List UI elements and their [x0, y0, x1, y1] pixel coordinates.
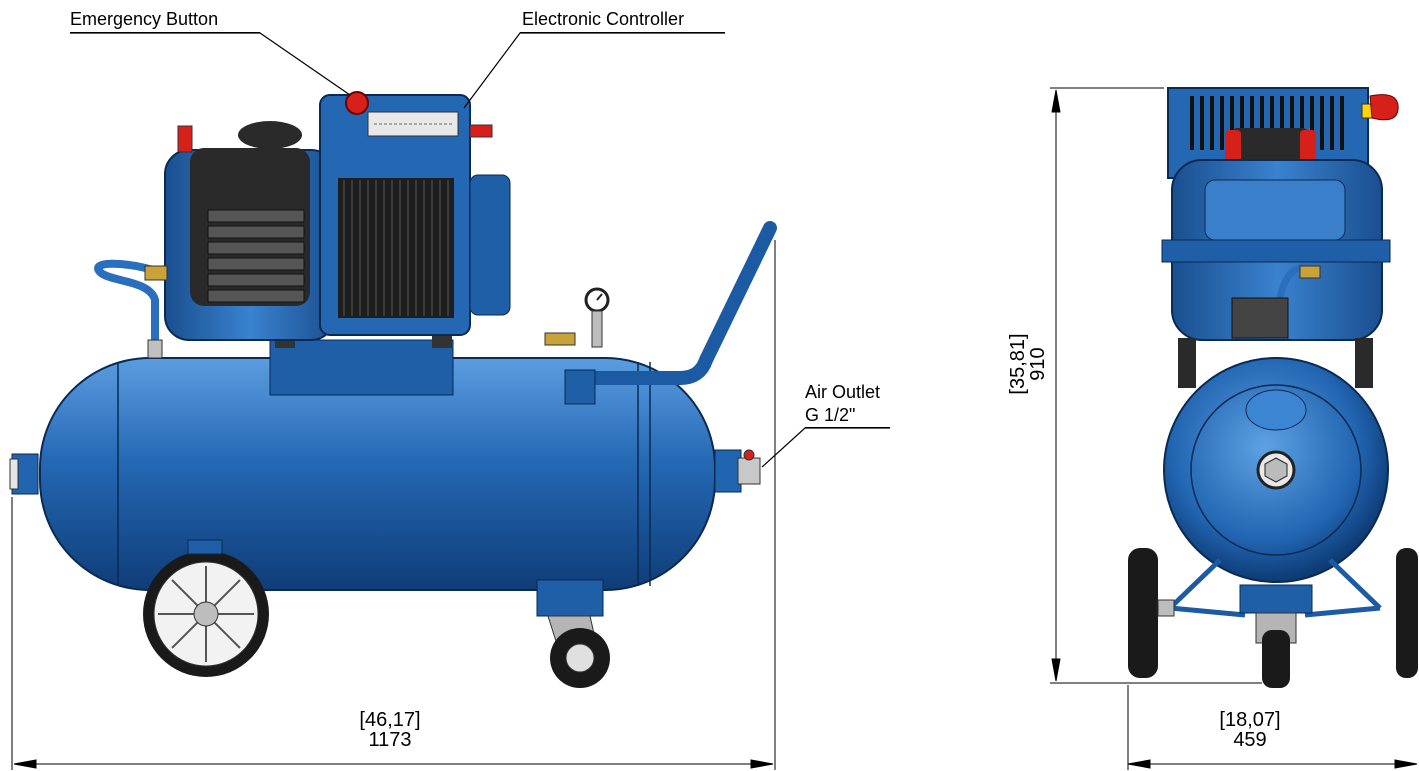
motor-unit: [164, 91, 511, 341]
cooling-louvers: [207, 209, 305, 303]
air-outlet-valve: [737, 449, 761, 485]
electronic-controller-underline: [520, 32, 725, 33]
height-mm: 910: [1027, 347, 1049, 381]
emergency-button: [345, 91, 369, 115]
length-dimension-label: [46,17] 1173: [330, 710, 450, 750]
oil-cap: [238, 121, 302, 149]
electronic-controller-panel: [367, 111, 459, 137]
leader-lines: [70, 32, 890, 468]
width-mm: 459: [1233, 729, 1267, 751]
tank-end-fitting-right: [714, 449, 742, 493]
caster-front: [1262, 630, 1290, 688]
pressure-gauge: [584, 287, 610, 348]
air-outlet-thread-label: G 1/2": [805, 405, 856, 425]
air-outlet-label: Air Outlet: [805, 382, 881, 402]
emergency-button-label: Emergency Button: [70, 9, 219, 29]
rear-wheel: [143, 539, 269, 677]
height-inches: [35,81]: [1007, 333, 1029, 395]
handle: [568, 221, 777, 385]
cooling-grille: [338, 178, 454, 318]
width-inches: [18,07]: [1219, 709, 1281, 731]
electronic-controller-label: Electronic Controller: [522, 9, 685, 29]
length-mm: 1173: [368, 729, 412, 751]
length-inches: [46,17]: [359, 709, 421, 731]
air-hose: [94, 259, 162, 345]
wheel-left: [1128, 548, 1158, 678]
height-dimension-label: [35,81] 910: [1007, 309, 1052, 419]
air-outlet-underline: [805, 427, 890, 428]
emergency-button-front: [1361, 94, 1399, 121]
emergency-button-underline: [70, 32, 260, 33]
dimension-height: [1050, 87, 1262, 684]
front-caster: [536, 579, 610, 688]
wheel-right: [1396, 548, 1418, 678]
dimension-length: [11, 240, 776, 770]
side-view: [9, 32, 890, 770]
safety-valve: [544, 332, 576, 346]
dimension-width: [1127, 685, 1418, 770]
width-dimension-label: [18,07] 459: [1190, 710, 1310, 750]
front-view: [1050, 87, 1418, 770]
